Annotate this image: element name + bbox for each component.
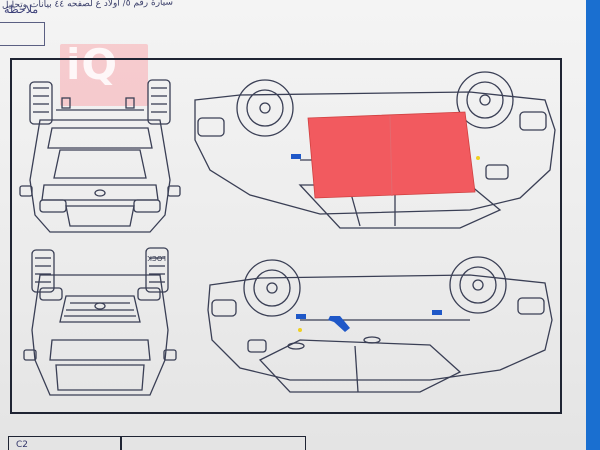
side-marker-bottom (247, 339, 267, 353)
rear-left-lamp (39, 287, 63, 301)
side-body-outline-bottom (207, 274, 553, 381)
door-handle-front (363, 336, 381, 344)
front-badge (94, 189, 106, 197)
front-left-tire (29, 81, 53, 125)
rear-body-outline (31, 274, 169, 396)
rear-left-tire (31, 249, 55, 293)
rear-grille (59, 295, 141, 323)
inspection-sheet (0, 0, 586, 450)
wheel-rear-top (456, 71, 514, 129)
blue-marker-bottom-1 (328, 316, 350, 332)
front-side-mirror-left (19, 185, 33, 197)
rear-badge (94, 302, 106, 310)
yellow-marker-bottom (298, 328, 302, 332)
front-grille (65, 205, 135, 227)
windshield (53, 149, 147, 179)
side-window-area-bottom (258, 339, 462, 393)
footer-divider (120, 436, 122, 450)
stamp-text: ملاحظة (4, 3, 39, 16)
front-mirror-left (61, 97, 71, 109)
rear-right-lamp (137, 287, 161, 301)
footer-box (8, 436, 306, 450)
front-left-headlight (39, 199, 67, 213)
blue-marker-bottom-2 (296, 314, 306, 319)
blue-marker-bottom-3 (432, 310, 442, 315)
car-diagram-frame (10, 58, 562, 414)
blue-marker-top (291, 154, 301, 159)
side-view-left (207, 256, 553, 393)
front-side-mirror-right (167, 185, 181, 197)
rear-window (49, 339, 151, 361)
rear-side-mirror-left (23, 349, 37, 361)
rear-side-mirror-right (163, 349, 177, 361)
rear-view (23, 247, 177, 396)
rear-right-tire (145, 247, 169, 293)
wheel-front-top (236, 79, 294, 137)
front-bumper-lower (47, 127, 153, 149)
yellow-marker-top (476, 156, 480, 160)
wheel-front-bottom (243, 259, 301, 317)
stamp-box (0, 22, 45, 46)
front-mirror-right (125, 97, 135, 109)
door-handle-rear (287, 342, 305, 350)
rear-bumper (55, 364, 145, 391)
damage-marker-red (307, 111, 476, 199)
watermark-logo-text: iQ (66, 40, 119, 89)
hood-line (41, 184, 159, 201)
watermark-logo (60, 44, 148, 106)
front-right-tire (147, 79, 171, 125)
side-body-outline-top (194, 91, 556, 215)
taillight-bottom (211, 299, 237, 317)
front-body-outline (29, 119, 171, 233)
damage-door-line (389, 115, 393, 197)
footer-mark: C2 (16, 440, 29, 450)
headlight-bottom (517, 297, 545, 315)
front-right-headlight (133, 199, 161, 213)
taillight-top (197, 117, 225, 137)
front-view (19, 79, 181, 233)
wheel-rear-bottom (449, 256, 507, 314)
headlight-top (519, 111, 547, 131)
lock-label: LOCK (147, 254, 166, 262)
side-marker-top (485, 164, 509, 180)
